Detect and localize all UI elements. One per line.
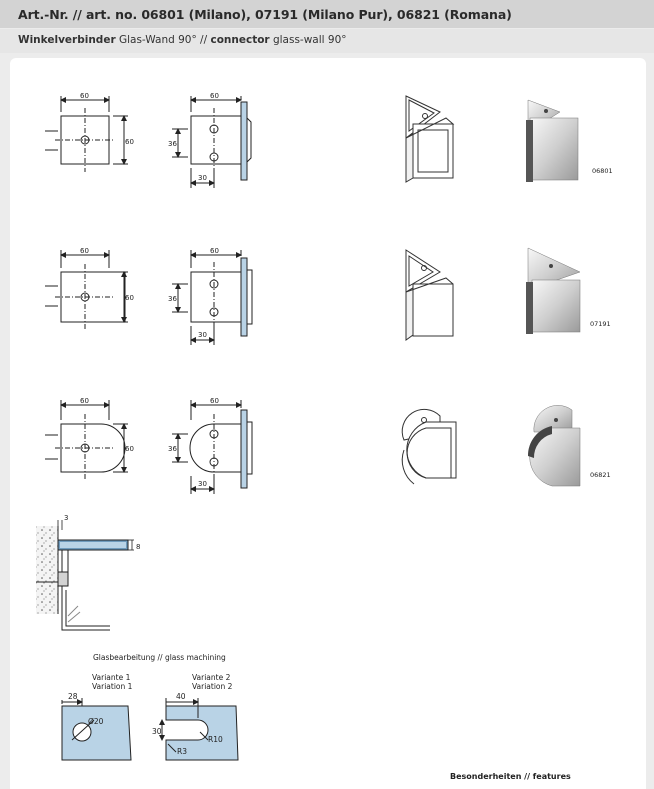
front-view-06821 xyxy=(45,400,128,480)
dim-width: 60 xyxy=(210,92,219,100)
front-view-06801 xyxy=(45,96,128,172)
machining-caption: Glasbearbeitung // glass machining xyxy=(93,653,226,662)
dim-v2-width: 40 xyxy=(176,692,186,701)
dim-radius-inner: R3 xyxy=(177,747,187,756)
dim-height: 60 xyxy=(125,294,134,302)
front-view-07191 xyxy=(45,250,128,330)
subtitle-de: Glas-Wand 90° // xyxy=(115,34,211,46)
variant1-glass xyxy=(61,698,132,761)
product-sketch-06801 xyxy=(405,95,455,183)
dim-width: 60 xyxy=(80,397,89,405)
dim-height: 60 xyxy=(125,445,134,453)
product-code: 06821 xyxy=(590,471,611,479)
dim-height: 60 xyxy=(125,138,134,146)
subtitle-de-bold: Winkelverbinder xyxy=(18,34,116,46)
variant2-label-en: Variation 2 xyxy=(192,682,233,691)
variant2-glass xyxy=(159,698,239,761)
product-sketch-07191 xyxy=(405,249,454,341)
subtitle-bar: Winkelverbinder Glas-Wand 90° // connect… xyxy=(0,29,654,53)
subtitle-en: glass-wall 90° xyxy=(269,34,347,46)
side-view-06801 xyxy=(172,96,252,188)
dim-v1: 28 xyxy=(68,692,78,701)
variant2-label: Variante 2 xyxy=(192,673,231,682)
dim-radius-outer: R10 xyxy=(208,735,223,744)
dim-offset: 30 xyxy=(198,331,207,339)
features-label: Besonderheiten // features xyxy=(450,772,571,781)
product-sketch-06821 xyxy=(401,408,457,485)
wall-section xyxy=(36,520,134,631)
dim-width: 60 xyxy=(210,397,219,405)
product-photo-06801 xyxy=(526,99,579,182)
dim-offset: 30 xyxy=(198,480,207,488)
side-view-07191 xyxy=(172,250,253,345)
variant1-label: Variante 1 xyxy=(92,673,131,682)
title-bar: Art.-Nr. // art. no. 06801 (Milano), 071… xyxy=(0,0,654,28)
product-code: 07191 xyxy=(590,320,611,328)
variant1-label-en: Variation 1 xyxy=(92,682,133,691)
dim-v2-height: 30 xyxy=(152,727,162,736)
dim-hole: Ø20 xyxy=(88,717,104,726)
dim-thickness: 3 xyxy=(64,514,68,522)
subtitle-en-bold: connector xyxy=(210,34,270,46)
dim-offset: 30 xyxy=(198,174,207,182)
dim-hole-spacing: 36 xyxy=(168,140,177,148)
product-code: 06801 xyxy=(592,167,613,175)
page-title: Art.-Nr. // art. no. 06801 (Milano), 071… xyxy=(18,7,512,22)
page-subtitle: Winkelverbinder Glas-Wand 90° // connect… xyxy=(18,34,347,46)
dim-width: 60 xyxy=(210,247,219,255)
product-photo-07191 xyxy=(526,247,581,334)
dim-hole-spacing: 36 xyxy=(168,295,177,303)
side-view-06821 xyxy=(172,400,253,494)
dim-width: 60 xyxy=(80,247,89,255)
dim-hole-spacing: 36 xyxy=(168,445,177,453)
product-photo-06821 xyxy=(527,405,581,487)
dim-glass: 8 xyxy=(136,543,140,551)
dim-width: 60 xyxy=(80,92,89,100)
